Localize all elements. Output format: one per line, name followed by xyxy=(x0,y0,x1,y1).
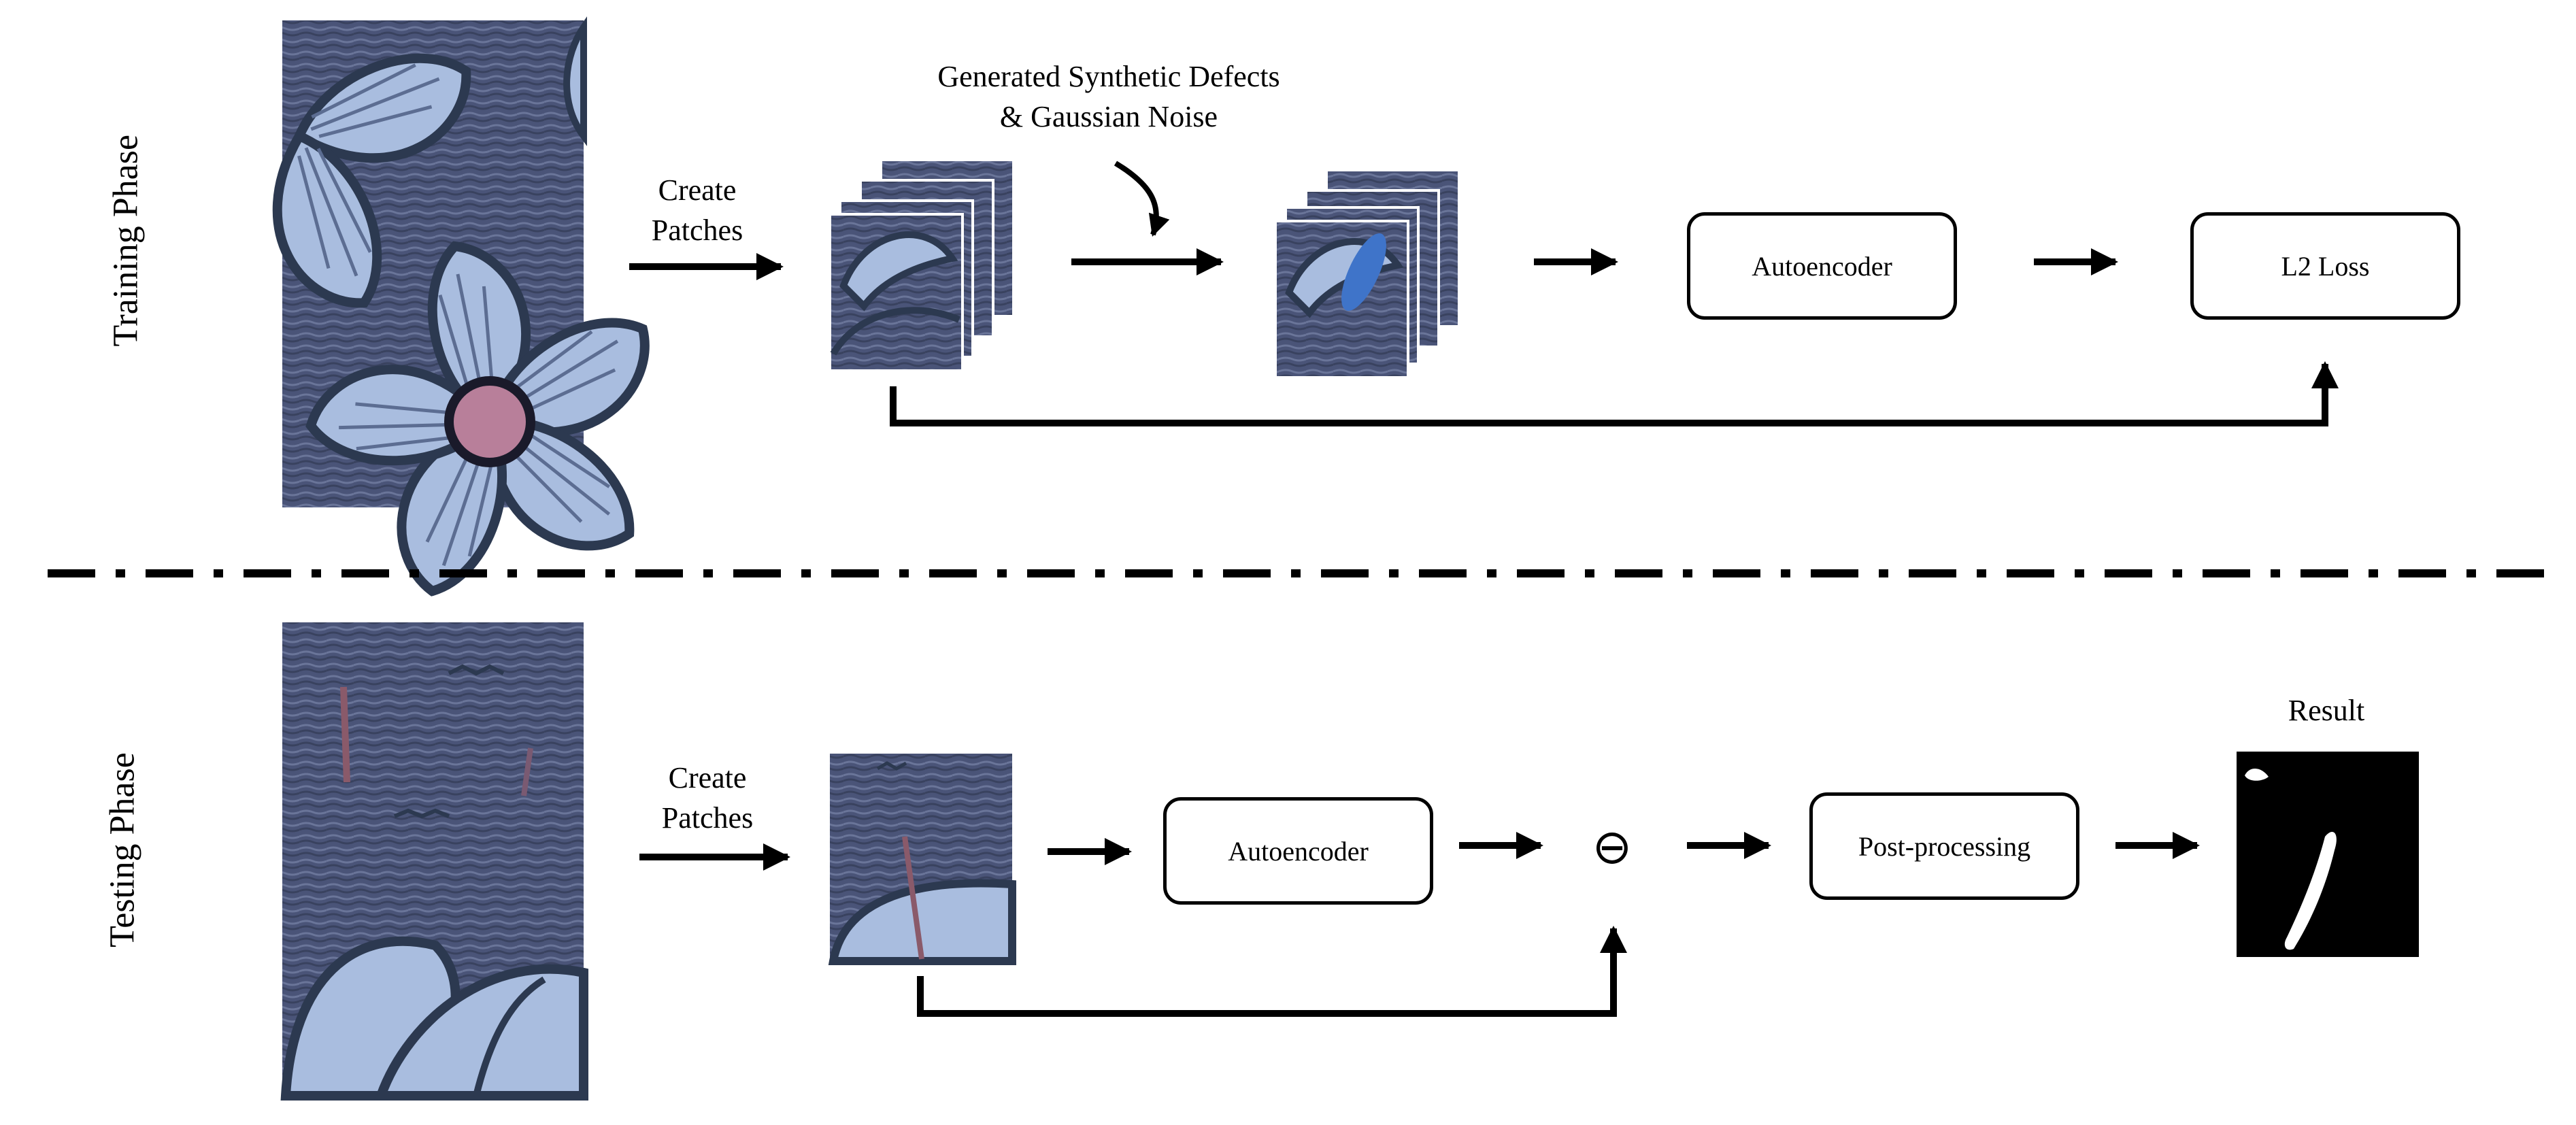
create-patches-label-test: Create Patches xyxy=(661,761,754,835)
result-mask xyxy=(2237,752,2419,957)
defect-patches-stack xyxy=(1274,169,1460,379)
testing-fabric-image xyxy=(280,622,588,1101)
l2-loss-box: L2 Loss xyxy=(2190,212,2460,320)
subtract-operator: ⊖ xyxy=(1592,819,1633,875)
training-patches-stack xyxy=(829,158,1015,372)
training-phase-label: Training Phase xyxy=(106,134,146,347)
result-label: Result xyxy=(2288,694,2365,727)
postprocessing-box: Post-processing xyxy=(1809,792,2079,900)
create-patches-label-train: Create Patches xyxy=(651,173,743,248)
autoencoder-box-train: Autoencoder xyxy=(1687,212,1957,320)
testing-phase-label: Testing Phase xyxy=(103,752,142,947)
arrow-defect-input xyxy=(1114,161,1170,237)
synthetic-defects-label: Generated Synthetic Defects & Gaussian N… xyxy=(937,60,1280,134)
autoencoder-box-test: Autoencoder xyxy=(1163,797,1433,905)
training-fabric-image xyxy=(239,16,670,600)
arrow-skip-to-subtract xyxy=(917,926,1627,1017)
arrow-skip-to-loss xyxy=(890,361,2339,426)
synthetic-defect-blob xyxy=(1341,233,1386,311)
testing-patch xyxy=(828,754,1016,965)
